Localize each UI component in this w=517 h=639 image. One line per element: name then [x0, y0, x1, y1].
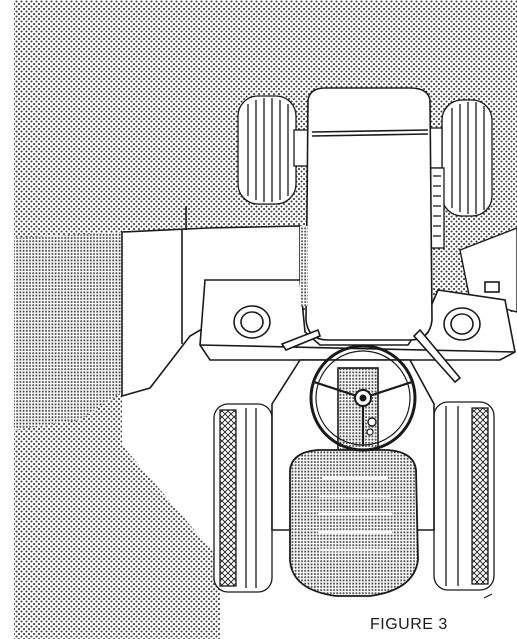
hood-side-stipple [300, 226, 308, 306]
front-wheel-left [237, 95, 297, 205]
tractor-hood [305, 87, 433, 341]
front-wheel-right [441, 99, 493, 217]
tractor-seat [289, 449, 419, 597]
chute-shadow [14, 232, 122, 430]
stray-mark [483, 593, 493, 599]
mower-deck [199, 279, 516, 361]
steering-wheel [309, 344, 417, 452]
rear-wheel-left [213, 403, 273, 593]
lift-levers [280, 328, 462, 384]
chute-right-edge [459, 227, 517, 313]
figure-caption: FIGURE 3 [370, 616, 448, 633]
rear-wheel-right [433, 401, 495, 591]
